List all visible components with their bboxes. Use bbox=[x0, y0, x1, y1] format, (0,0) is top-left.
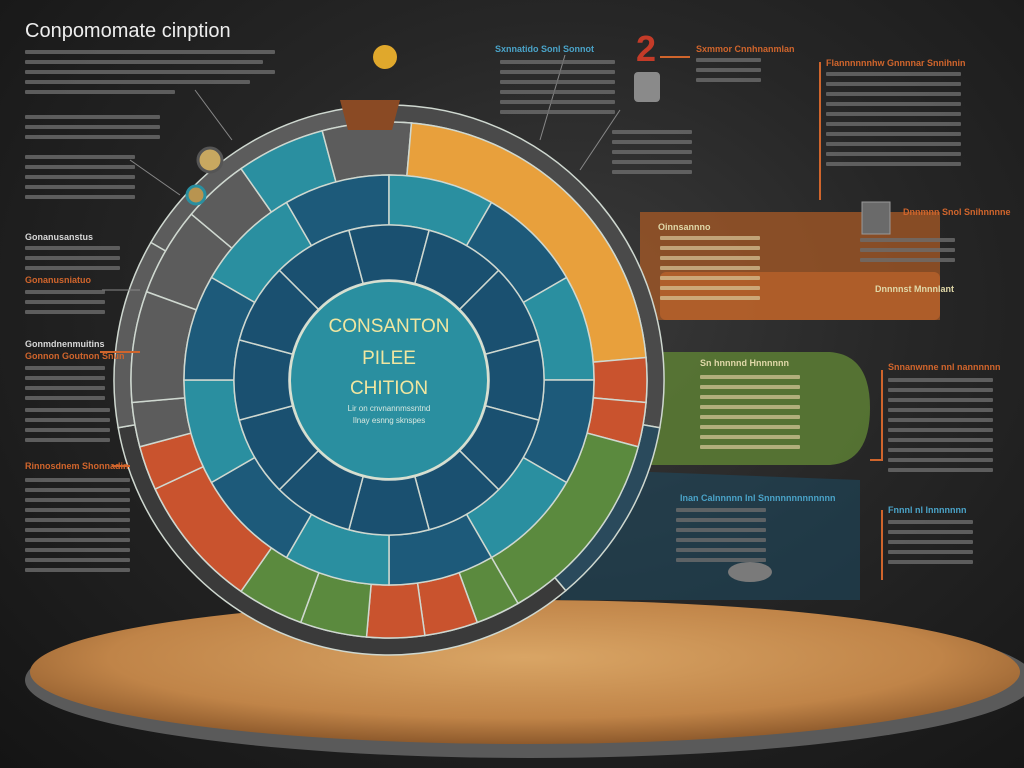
right-heading-4: Dnnmnn Snol Snihnnnne bbox=[903, 207, 1011, 217]
right-text-9 bbox=[676, 508, 766, 562]
right-heading-5: Oinnsannno bbox=[658, 222, 711, 232]
center-title-line-2: PILEE bbox=[362, 348, 416, 369]
right-text-3 bbox=[612, 130, 692, 174]
center-subtitle-1: Lir on cnvnannmssntnd bbox=[347, 404, 431, 413]
left-heading-3: Gonmdnenmuitins bbox=[25, 339, 105, 349]
left-heading-4: Gonnon Goutnon Snun bbox=[25, 351, 125, 361]
left-heading-2: Gonanusniatuo bbox=[25, 275, 91, 285]
left-text-4 bbox=[25, 290, 105, 314]
right-heading-1: Sxnnatido Sonl Sonnot bbox=[495, 44, 594, 54]
center-title-line-3: CHITION bbox=[349, 378, 429, 399]
band-segment bbox=[592, 356, 648, 404]
right-text-6 bbox=[660, 236, 760, 300]
bulb-icon bbox=[373, 45, 397, 69]
left-text-6 bbox=[25, 408, 110, 442]
connector-lines bbox=[102, 54, 621, 291]
band-segment bbox=[321, 121, 413, 183]
center-subtitle-2: Ilnay esnng sknspes bbox=[352, 416, 426, 425]
right-heading-6: Dnnnnst Mnnnlant bbox=[875, 284, 954, 294]
center-circle bbox=[289, 280, 489, 480]
step-number: 2 bbox=[636, 28, 657, 69]
right-heading-3: Flannnnnnhw Gnnnnar Snnihnin bbox=[826, 58, 966, 68]
coin-icon bbox=[196, 146, 224, 174]
left-text-2 bbox=[25, 155, 135, 199]
left-text-5 bbox=[25, 366, 105, 400]
orange-callout bbox=[660, 272, 940, 320]
coin-icon-small bbox=[185, 184, 207, 206]
accent-lines bbox=[100, 56, 883, 580]
band-segment bbox=[365, 582, 426, 639]
left-heading-5: Rinnosdnem Shonnadin bbox=[25, 461, 129, 471]
left-text-1 bbox=[25, 115, 160, 139]
page-title: Conpomomate cinption bbox=[25, 20, 231, 42]
right-heading-7: Sn hnnnnd Hnnnnnn bbox=[700, 358, 789, 368]
pie-dish-icon bbox=[728, 562, 772, 582]
right-heading-2: Sxmmor Cnnhnanmlan bbox=[696, 44, 795, 54]
left-heading-1: Gonanusanstus bbox=[25, 232, 94, 242]
right-text-5 bbox=[860, 238, 955, 262]
left-text-3 bbox=[25, 246, 120, 270]
right-text-2 bbox=[696, 58, 761, 82]
right-heading-9: Fnnnl nl lnnnnnnn bbox=[888, 505, 967, 515]
pie-stand bbox=[340, 100, 400, 130]
right-text-1 bbox=[500, 60, 615, 114]
pie-wheel bbox=[113, 104, 665, 656]
jar-icon bbox=[634, 72, 660, 102]
right-text-10 bbox=[888, 520, 973, 564]
right-heading-10: Inan Calnnnnn Inl Snnnnnnnnnnnnn bbox=[680, 493, 836, 503]
right-text-8 bbox=[888, 378, 993, 472]
pie-crust bbox=[30, 600, 1020, 744]
right-text-4 bbox=[826, 72, 961, 166]
intro-text bbox=[25, 50, 275, 94]
center-title-line-1: CONSANTON bbox=[328, 316, 450, 337]
right-text-7 bbox=[700, 375, 800, 449]
right-heading-8: Snnanwnne nnl nannnnnn bbox=[888, 362, 1001, 372]
calculator-icon bbox=[861, 201, 891, 235]
left-text-7 bbox=[25, 478, 130, 572]
